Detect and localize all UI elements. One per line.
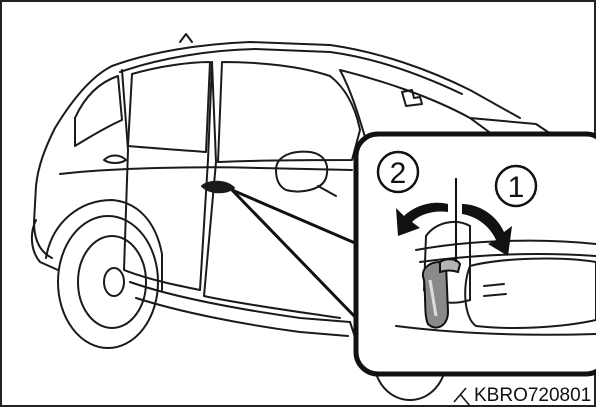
- step-1-number: 1: [508, 171, 525, 204]
- key-callout: 2 1: [356, 134, 596, 374]
- figure-code-group: KBRO720801: [452, 384, 594, 406]
- step-2-number: 2: [390, 157, 407, 190]
- figure-code: KBRO720801: [474, 385, 591, 406]
